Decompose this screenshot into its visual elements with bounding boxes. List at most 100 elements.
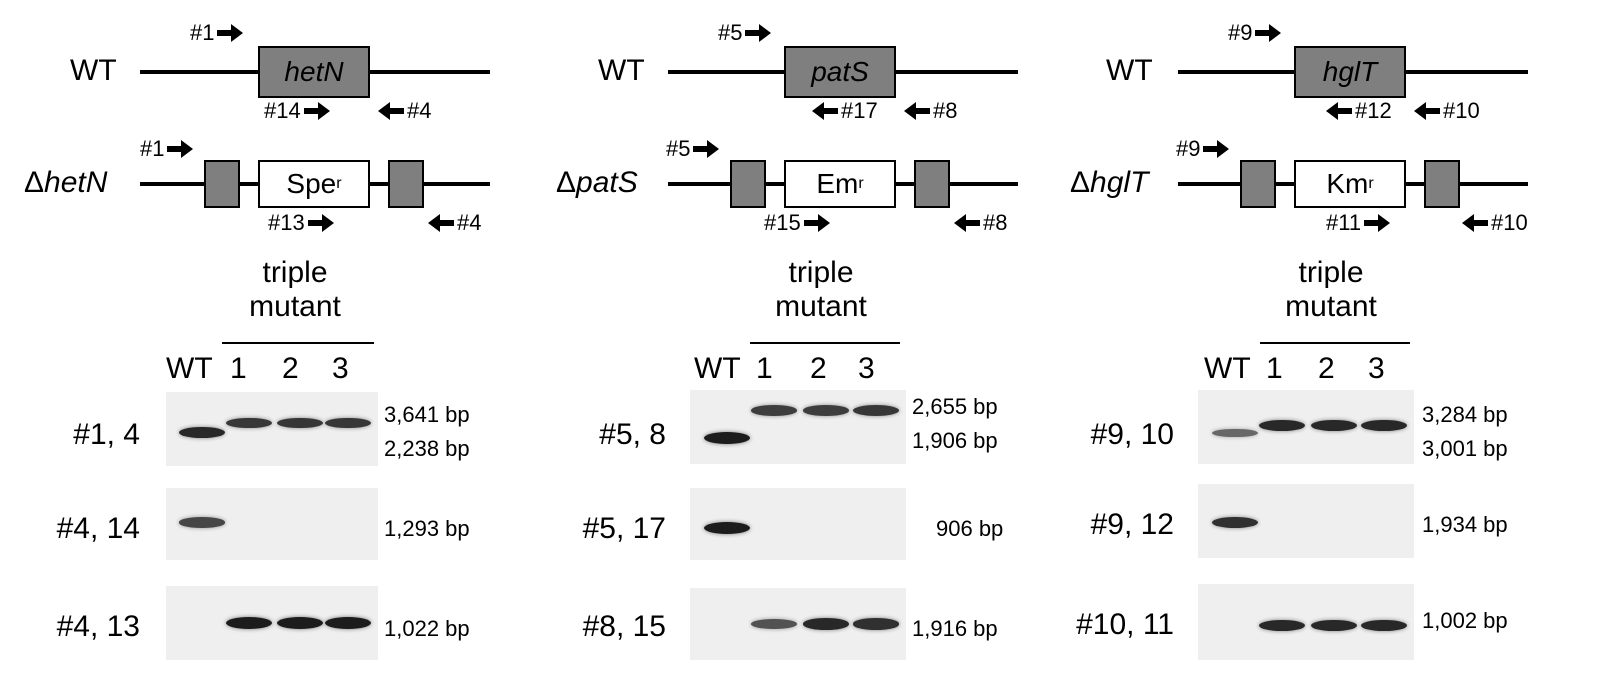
gel-band [1259, 620, 1306, 632]
lane-label: WT [166, 352, 213, 385]
wt-label: WT [1106, 54, 1153, 87]
gel-image [166, 586, 378, 660]
wt-gene-box: hglT [1294, 46, 1406, 98]
gel-image [690, 390, 906, 464]
arrow-left-icon [812, 102, 838, 120]
gel-band [1311, 419, 1358, 432]
cassette-sup: r [1368, 175, 1374, 192]
wt-gene-box: hetN [258, 46, 370, 98]
gel-band [1360, 419, 1407, 432]
gel-image [1198, 584, 1414, 660]
primer-label: #10 [1491, 210, 1528, 235]
primer-label: #5 [718, 20, 743, 45]
band-size: 1,293 bp [384, 516, 470, 541]
band-size: 1,934 bp [1422, 512, 1508, 537]
mutant-label: ΔhetN [24, 166, 107, 200]
gel-band [803, 405, 850, 416]
triple-mutant-bracket [1260, 342, 1410, 344]
gel-band [179, 427, 226, 439]
primer-fwd: #11 [1326, 210, 1391, 236]
primer-pair-label: #9, 10 [1090, 418, 1174, 451]
wt-gene-box: patS [784, 46, 896, 98]
gel-band [1311, 620, 1358, 632]
arrow-right-icon [217, 24, 244, 42]
band-size: 1,906 bp [912, 428, 998, 453]
arrow-left-icon [954, 214, 980, 232]
primer-pair-label: #5, 17 [582, 512, 666, 545]
gel-band [225, 617, 272, 629]
mutant-label: ΔhglT [1070, 166, 1148, 200]
right-flank [914, 160, 950, 208]
primer-rev: #10 [1462, 210, 1528, 236]
arrow-right-icon [803, 214, 830, 232]
primer-fwd: #15 [764, 210, 830, 236]
primer-rev: #4 [428, 210, 481, 236]
arrow-left-icon [1326, 102, 1352, 120]
arrow-right-icon [693, 140, 720, 158]
primer-pair-label: #1, 4 [73, 418, 140, 451]
gel-image [166, 392, 378, 466]
gel-band [751, 619, 798, 629]
primer-fwd: #9 [1176, 136, 1230, 162]
primer-pair-label: #9, 12 [1090, 508, 1174, 541]
triple-mutant-header: triple mutant [220, 256, 370, 324]
triple-mutant-header: triple mutant [746, 256, 896, 324]
primer-label: #12 [1355, 98, 1392, 123]
primer-label: #9 [1176, 136, 1201, 161]
gel-image [1198, 390, 1414, 464]
cassette-name: Spe [286, 168, 337, 199]
mutant-gene-name: hglT [1090, 166, 1149, 199]
gel-band [1211, 516, 1258, 529]
primer-rev: #12 [1326, 98, 1392, 124]
delta-symbol: Δ [1070, 166, 1091, 199]
lane-label: 3 [858, 352, 875, 385]
triple-line1: triple [1298, 256, 1364, 289]
primer-label: #10 [1443, 98, 1480, 123]
primer-rev: #4 [378, 98, 431, 124]
primer-pair-label: #4, 13 [56, 610, 140, 643]
gel-band [179, 517, 226, 528]
triple-mutant-header: triple mutant [1256, 256, 1406, 324]
arrow-right-icon [307, 214, 334, 232]
primer-label: #1 [190, 20, 215, 45]
cassette-name: Em [816, 168, 859, 199]
gel-band [1259, 419, 1306, 432]
primer-fwd: #13 [268, 210, 334, 236]
primer-pair-label: #8, 15 [582, 610, 666, 643]
band-size: 906 bp [936, 516, 1004, 541]
gel-band [325, 417, 372, 429]
primer-label: #14 [264, 98, 301, 123]
left-flank [1240, 160, 1276, 208]
primer-label: #1 [140, 136, 165, 161]
primer-pair-label: #5, 8 [599, 418, 666, 451]
gel-band [325, 617, 372, 629]
gel-band [703, 432, 750, 445]
arrow-right-icon [745, 24, 772, 42]
triple-line2: mutant [775, 290, 867, 323]
primer-rev: #8 [954, 210, 1007, 236]
arrow-right-icon [303, 102, 330, 120]
primer-label: #4 [457, 210, 482, 235]
gel-band [852, 405, 899, 417]
primer-label: #15 [764, 210, 801, 235]
gel-band [803, 618, 850, 630]
arrow-left-icon [378, 102, 404, 120]
band-size: 3,641 bp [384, 402, 470, 427]
gel-image [166, 488, 378, 560]
lane-label: 1 [230, 352, 247, 385]
triple-line1: triple [788, 256, 854, 289]
left-flank [730, 160, 766, 208]
band-size: 1,916 bp [912, 616, 998, 641]
primer-label: #13 [268, 210, 305, 235]
primer-label: #11 [1326, 210, 1362, 235]
cassette-sup: r [336, 175, 342, 192]
primer-label: #17 [841, 98, 878, 123]
primer-fwd: #5 [666, 136, 720, 162]
lane-label: 3 [332, 352, 349, 385]
gel-band [1360, 620, 1407, 632]
arrow-right-icon [1203, 140, 1230, 158]
